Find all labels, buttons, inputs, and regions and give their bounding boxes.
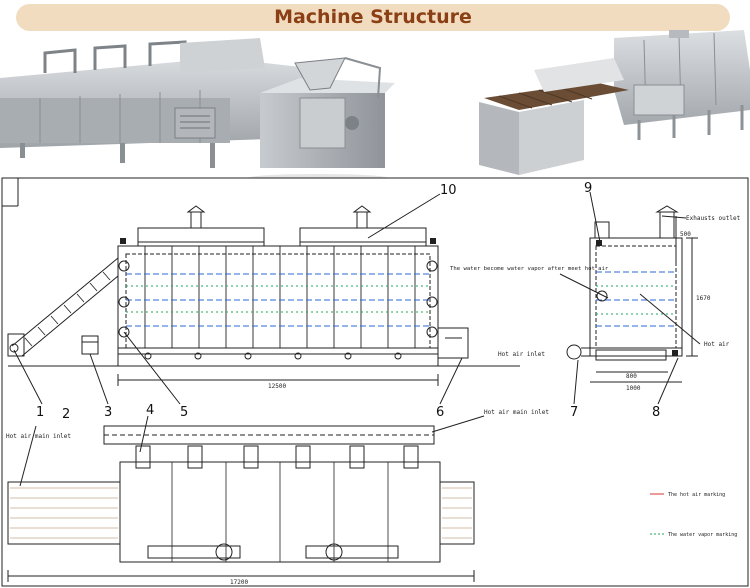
hot-air-main-inlet-left: Hot air main inlet: [6, 433, 71, 440]
water-vapor-note: The water become water vapor after meet …: [450, 266, 609, 272]
legend-vapor: The water vapor marking: [668, 532, 737, 538]
hot-air-main-inlet-right: Hot air main inlet: [484, 409, 549, 416]
technical-drawing: 1 2 3 4 5 6 7 8 9 10 Exhausts outlet The…: [0, 176, 750, 588]
callout-1: 1: [36, 405, 44, 420]
dim-height-a: 500: [680, 231, 691, 238]
page-title: Machine Structure: [274, 6, 472, 28]
callout-5: 5: [180, 405, 188, 420]
exhaust-outlet-note: Exhausts outlet: [686, 215, 741, 222]
callout-9: 9: [584, 181, 592, 196]
hot-air-side-note: Hot air: [704, 341, 730, 348]
callout-2: 2: [62, 407, 70, 422]
machine-photo-right: [474, 30, 750, 180]
dim-side-a: 800: [626, 373, 637, 380]
dim-side-b: 1000: [626, 385, 641, 392]
title-banner: Machine Structure: [16, 4, 730, 31]
machine-photo-left: [0, 38, 400, 182]
dim-plan-length: 17200: [230, 579, 248, 586]
callout-6: 6: [436, 405, 444, 420]
callout-10: 10: [440, 183, 457, 198]
legend-hot-air: The hot air marking: [668, 492, 725, 498]
dim-height-b: 1670: [696, 295, 711, 302]
callout-4: 4: [146, 403, 154, 418]
callout-7: 7: [570, 405, 578, 420]
callout-3: 3: [104, 405, 112, 420]
dim-main-length: 12500: [268, 383, 286, 390]
hot-air-inlet-note: Hot air inlet: [498, 351, 545, 358]
callout-8: 8: [652, 405, 660, 420]
